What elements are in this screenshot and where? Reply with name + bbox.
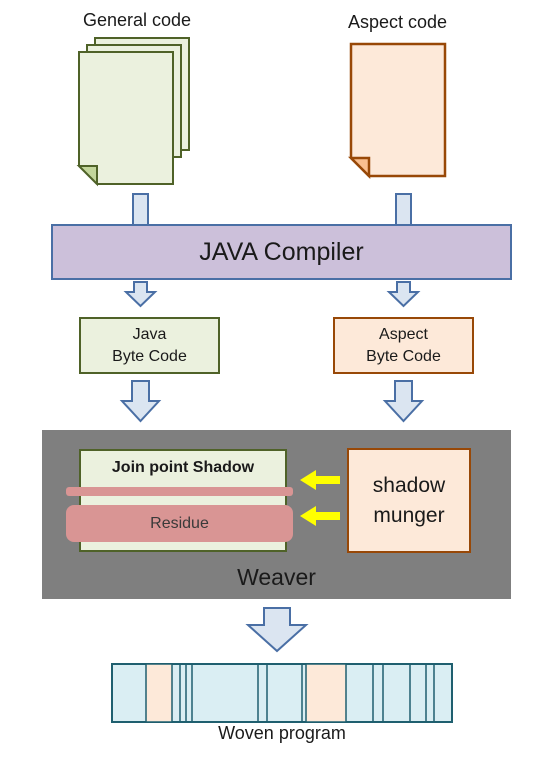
join-point-shadow-label: Join point Shadow — [111, 459, 255, 476]
shadow-munger-line1: shadow — [372, 473, 446, 497]
residue-bar: Residue — [66, 505, 293, 542]
aspect-bytecode-line2: Byte Code — [366, 347, 441, 365]
aspect-code-label: Aspect code — [347, 12, 448, 32]
general-code-documents — [76, 37, 190, 187]
general-code-label: General code — [82, 10, 192, 30]
java-bytecode-line2: Byte Code — [112, 347, 187, 365]
compiler-to-aspect-bytecode-arrow — [386, 281, 421, 308]
java-bytecode-to-weaver-arrow — [119, 380, 162, 423]
weaver-to-woven-arrow — [245, 607, 309, 653]
aspect-bytecode-line1: Aspect — [379, 325, 428, 343]
shadow-munger-line2: munger — [373, 503, 445, 527]
aspect-bytecode-box: Aspect Byte Code — [333, 317, 474, 374]
aspect-bytecode-to-weaver-arrow — [382, 380, 425, 423]
shadow-munger-box: shadow munger — [347, 448, 471, 553]
woven-program-strip — [111, 663, 453, 723]
aspect-code-document — [347, 42, 447, 180]
weaver-label: Weaver — [237, 564, 316, 590]
aspect-to-compiler-arrow — [395, 193, 412, 226]
residue-label: Residue — [150, 514, 209, 532]
woven-program-label: Woven program — [218, 723, 346, 743]
java-bytecode-line1: Java — [132, 325, 167, 343]
java-bytecode-box: Java Byte Code — [79, 317, 220, 374]
compiler-to-java-bytecode-arrow — [123, 281, 158, 308]
java-compiler-label: JAVA Compiler — [199, 237, 364, 266]
general-to-compiler-arrow — [132, 193, 149, 226]
java-compiler-box: JAVA Compiler — [51, 224, 512, 280]
shadow-bar — [66, 487, 293, 496]
